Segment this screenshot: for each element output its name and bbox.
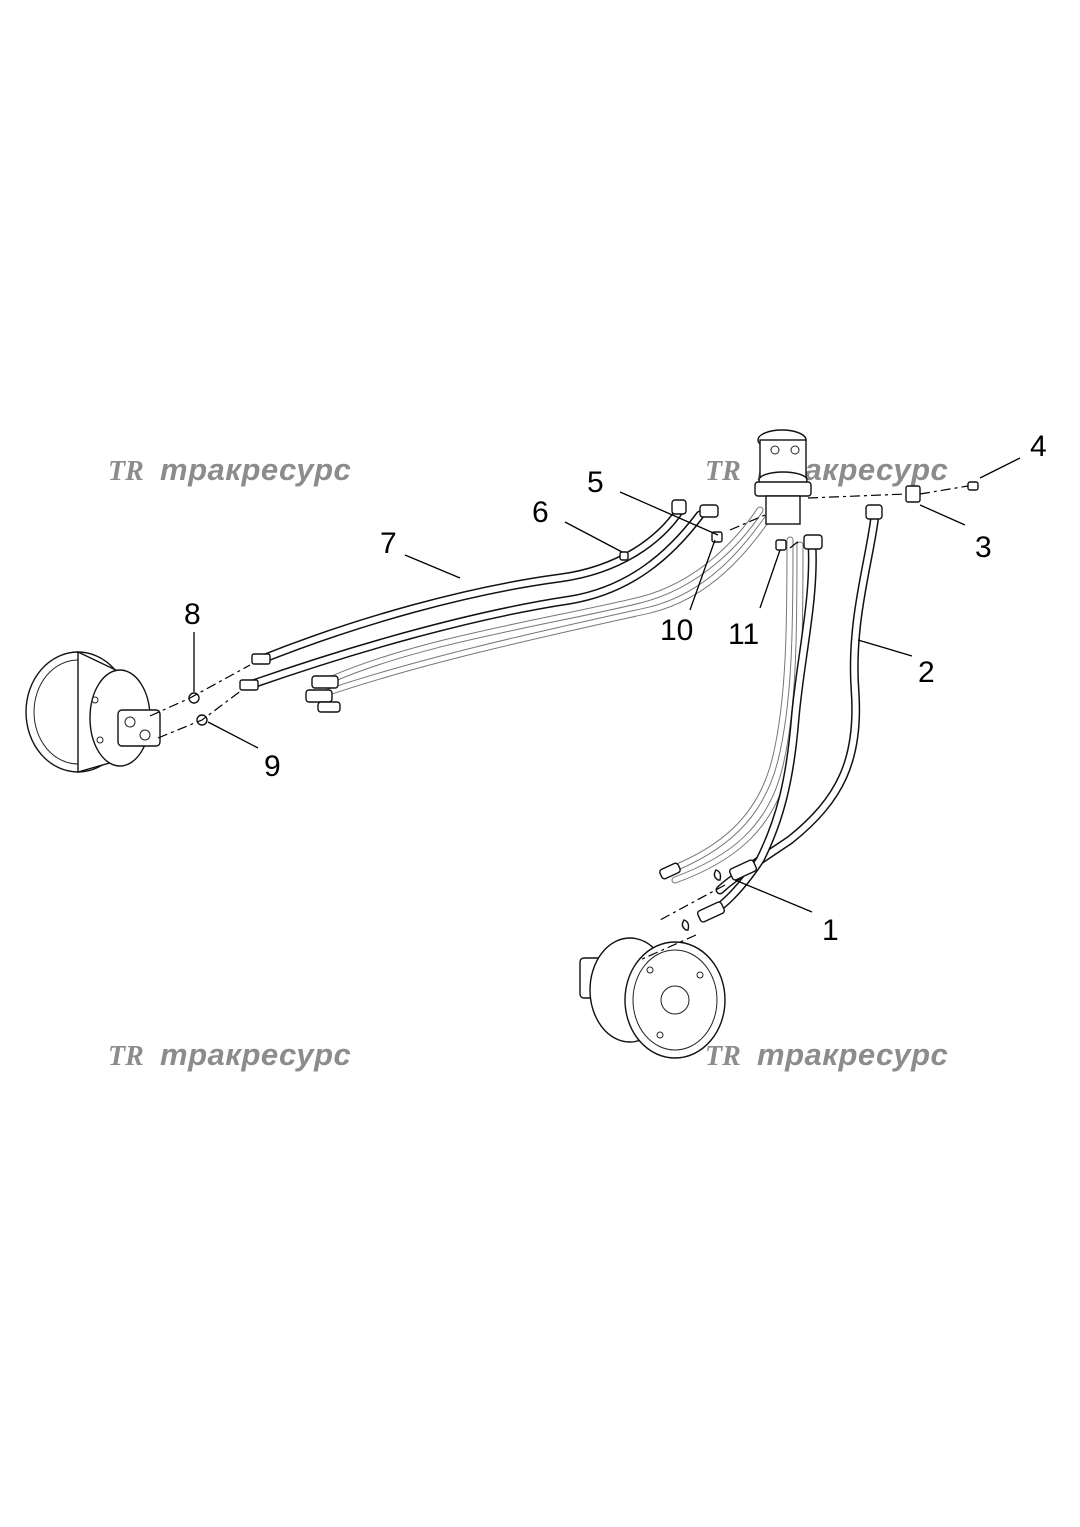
watermark-text: тракресурс	[160, 452, 351, 487]
hose-1	[681, 504, 883, 931]
callout-2: 2	[918, 656, 935, 689]
callout-labels: 1 2 3 4 5 6 7 8 9 10 11	[184, 430, 1047, 947]
callout-7: 7	[380, 527, 397, 560]
callout-9: 9	[264, 750, 281, 783]
fitting-10	[711, 531, 723, 543]
callout-5: 5	[587, 466, 604, 499]
watermark-logo: TR	[108, 1041, 144, 1072]
callout-8: 8	[184, 598, 201, 631]
callout-3: 3	[975, 531, 992, 564]
fitting-11	[775, 539, 787, 551]
watermark-top-left: TR тракресурс	[108, 452, 351, 487]
callout-10: 10	[660, 614, 693, 647]
watermark-logo: TR	[705, 456, 741, 487]
watermark-logo: TR	[705, 1041, 741, 1072]
fitting-6	[619, 551, 629, 561]
watermark-bottom-right: TR тракресурс	[705, 1037, 948, 1072]
left-travel-motor	[25, 650, 161, 773]
watermark-bottom-left: TR тракресурс	[108, 1037, 351, 1072]
swivel-joint	[754, 429, 812, 525]
watermark-text: тракресурс	[757, 1037, 948, 1072]
callout-4: 4	[1030, 430, 1047, 463]
watermark-top-right: TR тракресурс	[705, 452, 948, 487]
callout-6: 6	[532, 496, 549, 529]
fitting-3	[905, 485, 921, 503]
right-travel-motor	[579, 937, 726, 1059]
hose-7	[239, 499, 719, 691]
callout-1: 1	[822, 914, 839, 947]
watermark-text: тракресурс	[160, 1037, 351, 1072]
watermark-logo: TR	[108, 456, 144, 487]
fitting-4	[967, 481, 979, 491]
assembly-lines	[149, 485, 969, 961]
leader-lines	[193, 457, 1021, 913]
ghost-hoses	[305, 506, 804, 884]
callout-11: 11	[728, 618, 759, 651]
